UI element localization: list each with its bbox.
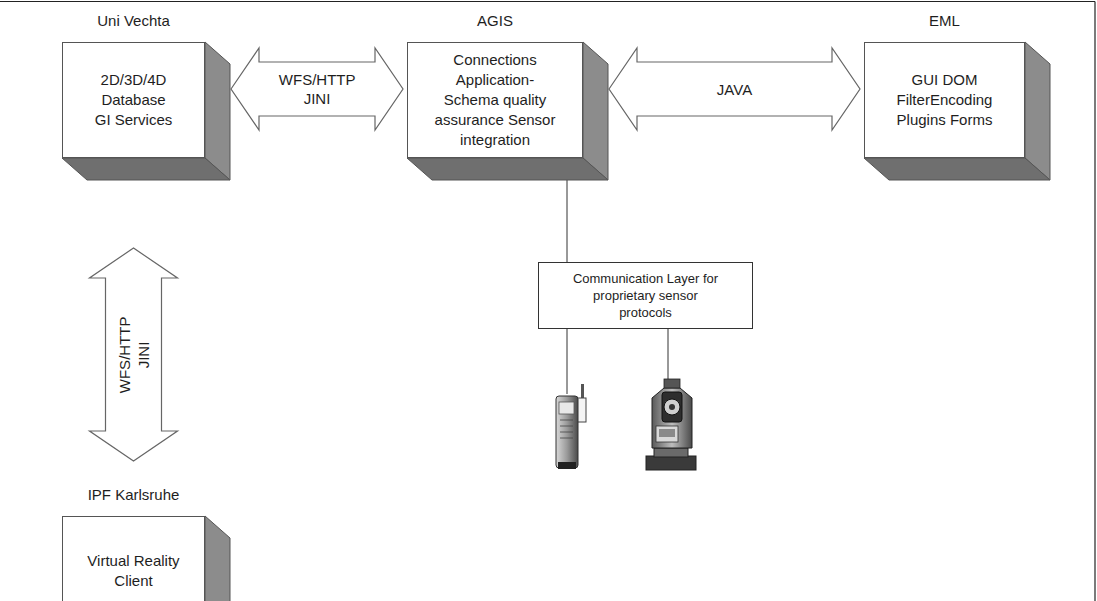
gps-receiver-icon bbox=[556, 384, 586, 469]
connector-line bbox=[567, 180, 568, 262]
block-arrow bbox=[609, 48, 860, 130]
box-body: Virtual Reality Client bbox=[62, 516, 205, 601]
component-box: IPF KarlsruheVirtual Reality Client bbox=[62, 516, 205, 601]
protocol-label: WFS/HTTP JINI bbox=[279, 70, 355, 108]
protocol-label: WFS/HTTP JINI bbox=[115, 316, 153, 392]
box-text: GUI DOM FilterEncoding Plugins Forms bbox=[897, 70, 993, 130]
box-body: Communication Layer for proprietary sens… bbox=[538, 262, 753, 329]
box-body: 2D/3D/4D Database GI Services bbox=[62, 42, 205, 158]
box-body: GUI DOM FilterEncoding Plugins Forms bbox=[864, 42, 1025, 158]
box-text: Communication Layer for proprietary sens… bbox=[571, 270, 721, 321]
box-heading: AGIS bbox=[477, 11, 513, 30]
box-text: Connections Application- Schema quality … bbox=[431, 50, 559, 150]
box-heading: IPF Karlsruhe bbox=[88, 485, 180, 504]
box-heading: EML bbox=[929, 11, 960, 30]
connector-stroke bbox=[567, 180, 568, 262]
box-text: Virtual Reality Client bbox=[84, 551, 184, 591]
total-station-icon bbox=[646, 379, 696, 470]
block-arrow bbox=[90, 248, 178, 461]
protocol-label: JAVA bbox=[717, 80, 752, 99]
component-box: EMLGUI DOM FilterEncoding Plugins Forms bbox=[864, 42, 1025, 158]
sensor-wires bbox=[567, 320, 668, 394]
block-arrow bbox=[231, 48, 403, 130]
box-text: 2D/3D/4D Database GI Services bbox=[94, 70, 174, 130]
box-body: Connections Application- Schema quality … bbox=[407, 42, 583, 158]
component-box: AGISConnections Application- Schema qual… bbox=[407, 42, 583, 158]
box-heading: Uni Vechta bbox=[97, 11, 170, 30]
layer-box: Communication Layer for proprietary sens… bbox=[538, 262, 753, 329]
component-box: Uni Vechta2D/3D/4D Database GI Services bbox=[62, 42, 205, 158]
